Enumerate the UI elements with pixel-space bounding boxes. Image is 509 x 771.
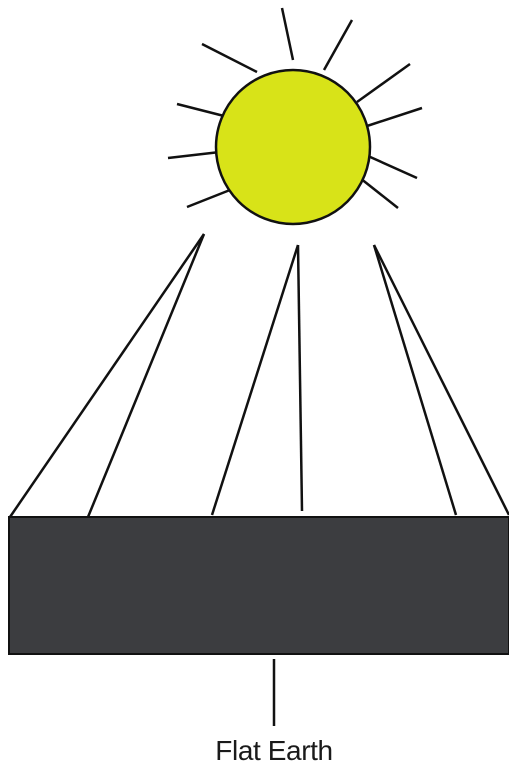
- sun-ray: [168, 152, 220, 158]
- light-ray: [10, 234, 204, 517]
- light-rays: [10, 234, 509, 517]
- sun-ray: [324, 20, 352, 70]
- sun-ray: [282, 8, 293, 60]
- sun-ray: [357, 64, 410, 102]
- light-ray: [374, 245, 509, 515]
- light-ray: [298, 245, 302, 511]
- light-ray: [374, 245, 456, 515]
- flat-earth-slab: [9, 517, 509, 654]
- sun-ray: [202, 44, 257, 72]
- sun-ray: [368, 156, 417, 178]
- caption: Flat Earth: [215, 735, 332, 766]
- sun-ray: [360, 178, 398, 208]
- light-ray: [212, 245, 298, 515]
- sun-ray: [367, 108, 422, 126]
- sun: [216, 70, 370, 224]
- sun-ray: [177, 104, 228, 117]
- sun-ray: [187, 190, 230, 207]
- light-ray: [88, 234, 204, 517]
